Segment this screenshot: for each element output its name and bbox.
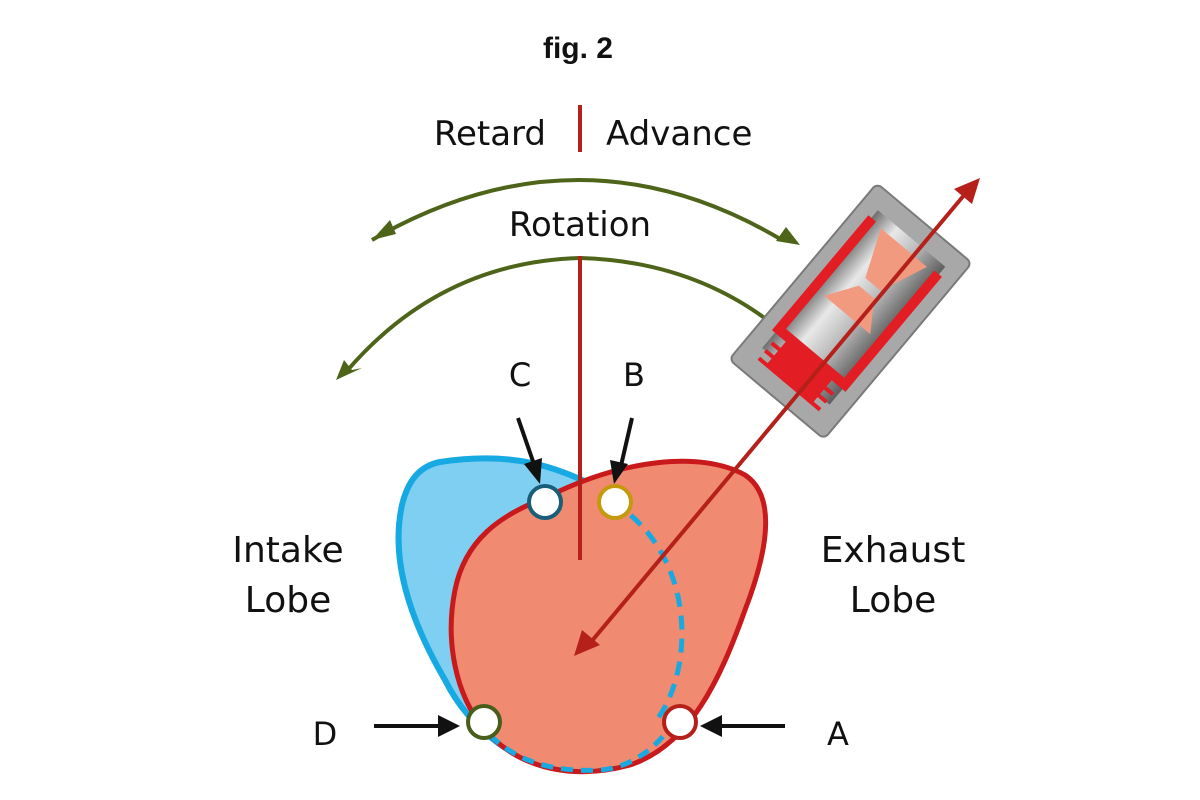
lifter-axis-arrowhead-down <box>574 630 600 656</box>
point-b-pointer <box>618 417 634 471</box>
lifter-valve-lower <box>824 285 875 335</box>
lifter-red-section <box>766 215 942 404</box>
intake-lobe-label-line2: Lobe <box>245 580 331 621</box>
figure-title: fig. 2 <box>543 32 613 65</box>
rotation-arrowhead-right <box>776 227 800 245</box>
point-c-marker <box>527 484 563 520</box>
rotation-arrowhead-inner-left <box>336 360 362 380</box>
point-b-marker <box>597 484 633 520</box>
point-a-label: A <box>827 715 849 753</box>
exhaust-lobe-label-line2: Lobe <box>850 580 936 621</box>
lifter-axis-arrowhead-up <box>954 178 980 204</box>
point-a-arrowhead <box>700 715 722 737</box>
point-d-arrowhead <box>438 715 460 737</box>
retard-label: Retard <box>434 114 546 154</box>
rotation-arrowhead-left <box>372 220 396 240</box>
exhaust-lobe-label-line1: Exhaust <box>821 530 966 571</box>
lifter-spring <box>757 341 835 412</box>
point-d-label: D <box>313 715 338 753</box>
hydraulic-lifter <box>730 184 971 438</box>
point-c-label: C <box>509 356 531 394</box>
lifter-valve-upper <box>865 228 927 291</box>
point-d-marker <box>466 704 502 740</box>
exhaust-lobe <box>448 458 769 775</box>
rotation-label: Rotation <box>509 205 651 245</box>
point-c-arrowhead <box>524 458 542 484</box>
point-a-marker <box>662 704 698 740</box>
lifter-axis-line <box>584 186 972 650</box>
point-b-arrowhead <box>610 460 628 484</box>
intake-lobe-label-line1: Intake <box>232 530 343 571</box>
rotation-arrow-outer <box>371 178 784 242</box>
advance-label: Advance <box>606 114 752 154</box>
point-b-label: B <box>623 356 645 394</box>
